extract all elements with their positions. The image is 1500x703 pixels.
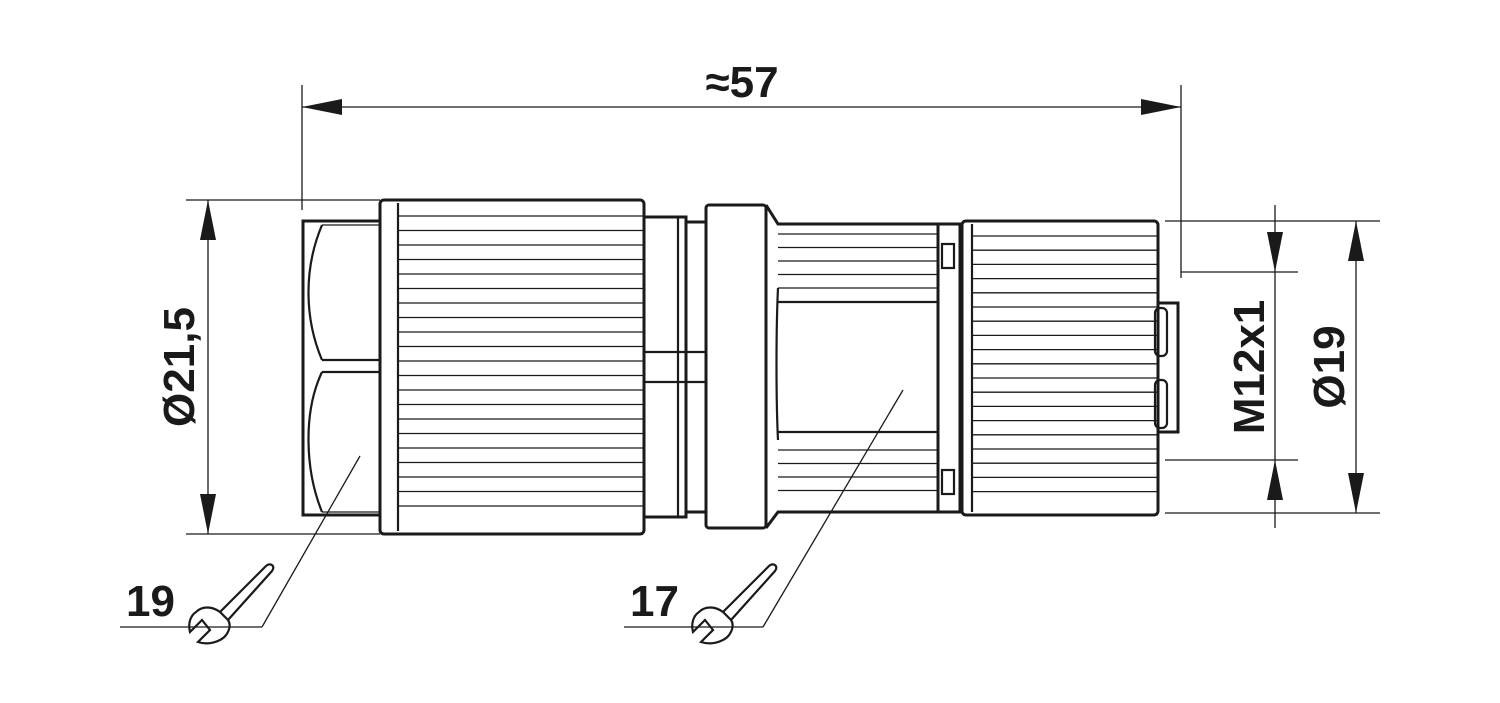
pin-contacts — [1153, 301, 1180, 434]
arrowhead-thread-top — [1267, 232, 1283, 272]
connector-body — [301, 198, 1180, 536]
overall-length-label: ≈57 — [705, 58, 778, 107]
collar — [704, 203, 768, 530]
dimension-nut-diameter: Ø19 — [1165, 220, 1380, 514]
knurled-nut-small — [960, 219, 1160, 517]
coupling-section — [642, 215, 708, 519]
arrowhead-nut-top — [1348, 221, 1364, 261]
separator-ring — [936, 222, 962, 514]
dimension-overall-length: ≈57 — [301, 58, 1182, 278]
thread-label: M12x1 — [1225, 300, 1274, 435]
arrowhead-right — [1141, 99, 1181, 115]
wrench-icon — [691, 563, 778, 645]
arrowhead-top — [200, 200, 216, 240]
arrowhead-bottom — [200, 494, 216, 534]
nut-diameter-label: Ø19 — [1305, 325, 1354, 408]
arrowhead-thread-bottom — [1267, 460, 1283, 500]
wrench-size-left-label: 19 — [126, 577, 175, 626]
dimension-body-diameter: Ø21,5 — [155, 199, 380, 535]
wrench-size-left: 19 — [120, 455, 361, 645]
dimension-thread: M12x1 — [1165, 205, 1298, 528]
wrench-icon — [188, 563, 275, 645]
arrowhead-nut-bottom — [1348, 473, 1364, 513]
knurled-nut-large — [378, 198, 646, 536]
wrench-size-right-label: 17 — [630, 577, 679, 626]
body-diameter-label: Ø21,5 — [155, 307, 204, 427]
wrench-size-right: 17 — [624, 389, 904, 645]
arrowhead-left — [302, 99, 342, 115]
hex-gland — [301, 219, 382, 517]
ribbed-sleeve — [764, 204, 940, 529]
